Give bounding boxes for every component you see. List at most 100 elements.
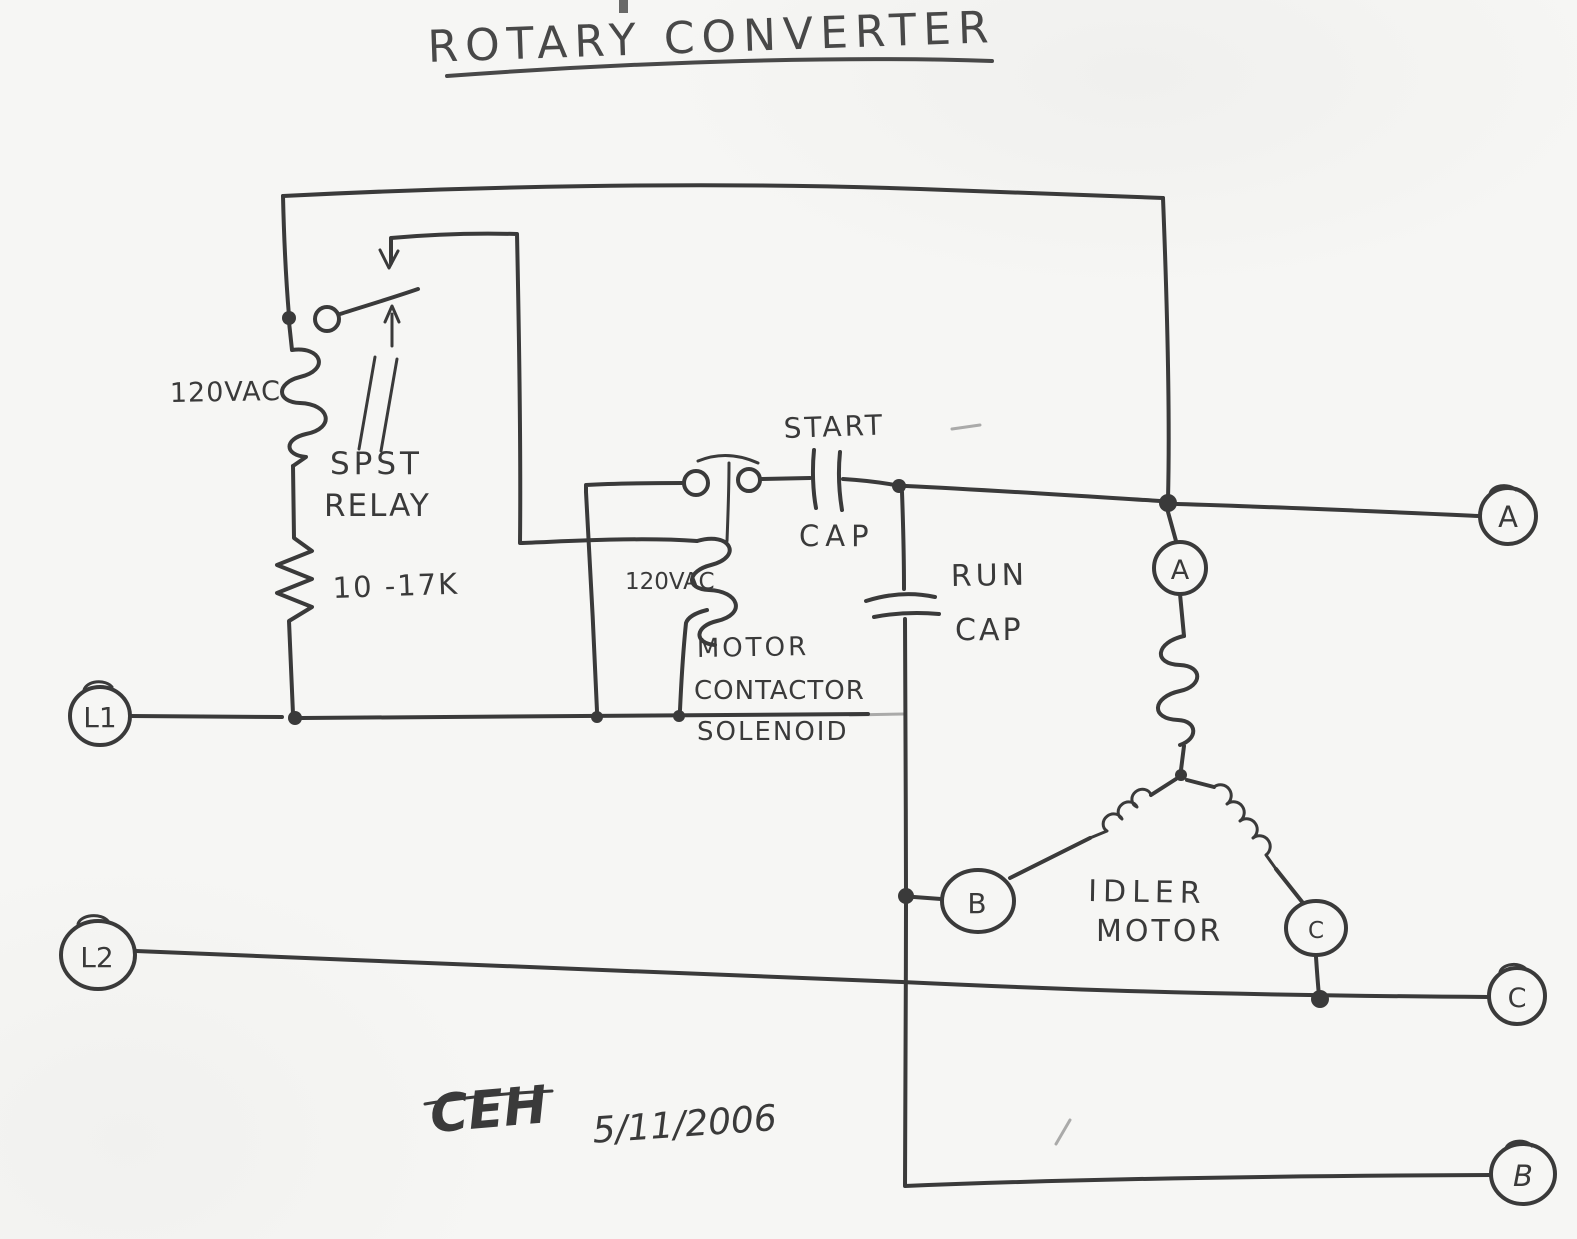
wire-winding-to-c	[1274, 867, 1305, 905]
terminal-a-out-pigtail	[1488, 484, 1518, 496]
title-group: ROTARY CONVERTER	[427, 2, 996, 78]
stray-pen-mark	[950, 423, 982, 431]
idler-motor-label-1: IDLER	[1088, 874, 1207, 911]
wire-winding-to-star	[1179, 744, 1186, 772]
wire-a-output	[1175, 502, 1481, 518]
wire-star-to-b-winding	[1149, 777, 1178, 797]
wire-junction-to-motor-b	[912, 895, 943, 901]
start-capacitor: START CAP	[758, 408, 982, 553]
relay-contact-pivot	[313, 305, 341, 333]
wire-contact-to-cap	[758, 476, 812, 481]
contactor-actuator-bar	[696, 454, 760, 543]
terminal-l1-label: L1	[83, 701, 116, 734]
resistor-value-label: 10 -17K	[332, 567, 460, 605]
signature-initials: CEH	[428, 1075, 550, 1145]
junction-l2-c	[1311, 990, 1329, 1008]
terminal-l2-circle	[59, 919, 137, 991]
run-capacitor-label-1: RUN	[951, 558, 1029, 594]
terminal-a-out-circle	[1478, 486, 1538, 546]
signature-flourish	[423, 1089, 554, 1106]
contactor-voltage-label: 120VAC	[625, 569, 715, 595]
contactor-coil	[690, 536, 738, 647]
phase-a-line: A	[892, 479, 1538, 546]
winding-b	[1088, 787, 1153, 840]
junction-l1-resistor	[288, 711, 302, 725]
wire-right-drop	[1161, 196, 1171, 501]
wire-a-to-winding	[1178, 592, 1186, 638]
winding-a	[1156, 634, 1200, 747]
wire-star-to-c-winding	[1185, 778, 1216, 789]
contactor-label-2: CONTACTOR	[694, 676, 865, 706]
junction-relay-common	[282, 311, 296, 325]
arrow-up-icon	[383, 304, 401, 348]
resistor-zigzag	[275, 464, 314, 716]
winding-c	[1212, 783, 1278, 871]
relay-voltage-label: 120VAC	[170, 376, 282, 409]
relay-type-label-2: RELAY	[324, 488, 431, 524]
run-capacitor-label-2: CAP	[955, 613, 1024, 648]
relay-type-label-1: SPST	[330, 446, 423, 482]
idler-motor: A B C IDLER MOTOR	[940, 510, 1348, 957]
wire-run-cap-bottom	[903, 617, 908, 894]
stray-mark-bottom	[1054, 1118, 1072, 1146]
wire-run-cap-top	[900, 490, 906, 591]
wire-junction-to-motor-a	[1166, 510, 1178, 543]
run-capacitor: RUN CAP	[864, 490, 1029, 894]
wire-l1-faint-tail	[848, 712, 905, 717]
start-capacitor-plates	[810, 448, 844, 512]
spst-relay: 120VAC SPST RELAY	[170, 231, 699, 545]
wire-coil-to-l1	[678, 608, 709, 712]
contactor-contact-right	[736, 467, 762, 493]
terminal-l2-pigtail	[76, 914, 110, 926]
wire-winding-to-b	[1008, 836, 1092, 880]
terminal-l2-label: L2	[80, 941, 113, 974]
motor-terminal-a-label: A	[1171, 555, 1190, 586]
junction-run-b	[898, 888, 914, 904]
relay-core-lines	[357, 355, 399, 453]
motor-terminal-b-circle	[940, 868, 1016, 934]
contactor-label-3: SOLENOID	[697, 717, 848, 747]
signature: CEH 5/11/2006	[423, 1075, 1072, 1152]
junction-phase-a	[1159, 494, 1177, 512]
terminal-b-out-circle	[1489, 1142, 1557, 1206]
terminal-b-out-pigtail	[1504, 1139, 1534, 1150]
terminal-l1-pigtail	[82, 680, 114, 692]
wire-top-bus	[281, 183, 1165, 200]
scan-artifact	[619, 0, 628, 13]
phase-b-line: B	[898, 888, 1557, 1206]
contactor-contact-left	[682, 469, 710, 497]
terminal-c-out-circle	[1487, 966, 1547, 1026]
wire-b-output	[903, 902, 1493, 1188]
relay-coil	[280, 320, 328, 468]
signature-date: 5/11/2006	[591, 1098, 778, 1152]
start-capacitor-label: START	[783, 408, 885, 445]
start-capacitor-sublabel: CAP	[799, 519, 875, 553]
wire-junction-to-a	[904, 484, 1162, 503]
l2-line: L2 C	[59, 914, 1547, 1026]
l1-line: L1	[68, 680, 905, 747]
relay-switch-blade	[338, 287, 420, 316]
wire-l1-bus	[128, 712, 870, 720]
terminal-c-out-label: C	[1508, 983, 1527, 1014]
run-capacitor-plates	[864, 592, 941, 619]
wire-l2-bus	[134, 949, 1490, 999]
motor-terminal-b-label: B	[967, 887, 986, 920]
motor-terminal-c-label: C	[1308, 918, 1324, 944]
title-underline	[445, 57, 994, 78]
terminal-c-out-pigtail	[1498, 962, 1528, 974]
contactor-label-1: MOTOR	[697, 632, 810, 664]
idler-motor-label-2: MOTOR	[1096, 914, 1223, 949]
terminal-b-out-label: B	[1513, 1159, 1533, 1193]
wire-relay-top	[281, 194, 291, 318]
wire-relay-no-to-contactor-coil	[389, 231, 699, 545]
terminal-a-out-label: A	[1498, 500, 1518, 534]
wire-contact-left-branch	[584, 481, 686, 713]
junction-l1-contact	[591, 711, 603, 723]
resistor: 10 -17K	[275, 464, 460, 716]
junction-start-run	[892, 479, 906, 493]
wire-cap-to-junction	[841, 477, 897, 487]
motor-terminal-c-circle	[1284, 899, 1348, 957]
arrow-down-icon	[378, 248, 400, 270]
